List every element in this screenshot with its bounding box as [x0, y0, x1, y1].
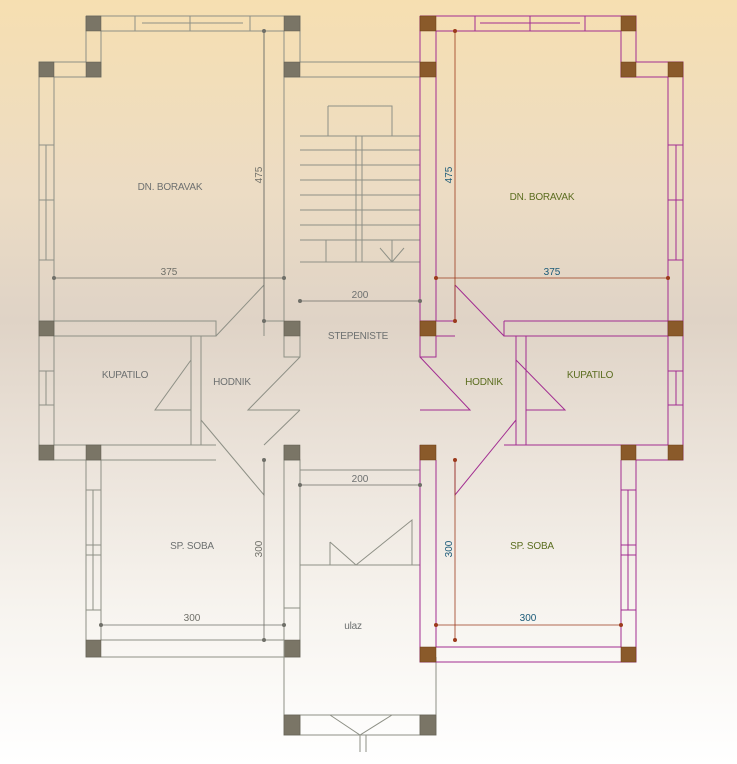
left-dimension-labels: 375 475 300 300 [161, 166, 265, 624]
left-living-room-label: DN. BORAVAK [138, 182, 203, 193]
left-hallway-outline [154, 284, 301, 497]
staircase [283, 76, 437, 752]
center-labels: STEPENISTE ulaz 200 200 [328, 290, 389, 632]
right-bathroom-label: KUPATILO [567, 370, 614, 381]
left-unit-labels: DN. BORAVAK KUPATILO HODNIK SP. SOBA [102, 182, 252, 552]
left-bedroom-width-dim: 300 [184, 613, 201, 624]
right-unit-columns [419, 15, 684, 663]
left-hallway-label: HODNIK [213, 377, 251, 388]
left-unit-columns [38, 15, 301, 658]
right-unit-walls [419, 15, 684, 663]
left-dimension-lines [52, 28, 422, 643]
right-bedroom-label: SP. SOBA [510, 541, 554, 552]
right-hallway-label: HODNIK [465, 377, 503, 388]
right-bedroom-height-dim: 300 [444, 540, 455, 557]
entrance-columns [283, 714, 437, 736]
right-unit-labels: DN. BORAVAK KUPATILO HODNIK SP. SOBA [465, 192, 614, 552]
left-bedroom-label: SP. SOBA [170, 541, 214, 552]
right-bedroom-width-dim: 300 [520, 613, 537, 624]
right-living-room-label: DN. BORAVAK [510, 192, 575, 203]
left-living-width-dim: 375 [161, 267, 178, 278]
entrance-label: ulaz [344, 621, 362, 632]
right-living-width-dim: 375 [544, 267, 561, 278]
right-dimension-labels: 375 475 300 300 [444, 166, 561, 624]
left-living-height-dim: 475 [254, 166, 265, 183]
entry-width-dim: 200 [352, 474, 369, 485]
left-bathroom-label: KUPATILO [102, 370, 149, 381]
stair-width-dim: 200 [352, 290, 369, 301]
right-living-height-dim: 475 [444, 166, 455, 183]
staircase-label: STEPENISTE [328, 331, 389, 342]
left-bedroom-height-dim: 300 [254, 540, 265, 557]
right-dimension-lines [433, 28, 671, 643]
